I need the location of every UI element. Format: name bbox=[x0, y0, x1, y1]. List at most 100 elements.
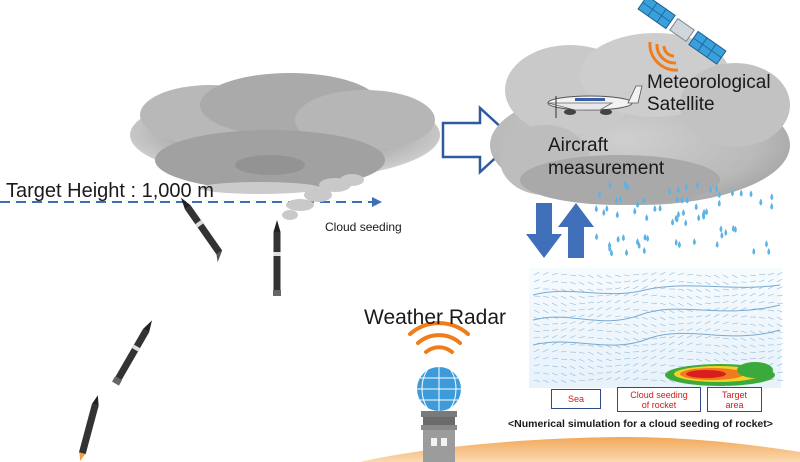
sim-vector bbox=[686, 328, 693, 332]
sim-vector bbox=[659, 348, 666, 353]
sim-vector bbox=[650, 323, 657, 327]
sim-vector bbox=[632, 356, 639, 360]
rain-drop bbox=[767, 247, 771, 255]
meteorological-satellite-line1: Meteorological bbox=[647, 72, 771, 93]
sim-vector bbox=[641, 272, 648, 276]
rain-drop bbox=[730, 189, 734, 197]
sim-vector bbox=[695, 288, 702, 293]
sim-vector bbox=[668, 309, 675, 314]
sim-vector bbox=[569, 281, 576, 285]
sim-vector bbox=[560, 302, 567, 306]
sim-vector bbox=[551, 379, 558, 384]
sim-vector bbox=[605, 294, 612, 297]
sim-vector bbox=[605, 300, 612, 304]
sim-vector bbox=[749, 344, 756, 348]
rain-drop bbox=[671, 218, 675, 226]
sim-vector bbox=[542, 280, 549, 283]
sim-vector bbox=[677, 341, 684, 346]
sim-vector bbox=[605, 306, 612, 311]
sim-vector bbox=[650, 294, 657, 297]
rain-drop bbox=[642, 246, 646, 254]
sim-vector bbox=[659, 323, 666, 327]
rain-drop bbox=[702, 212, 706, 220]
sim-vector bbox=[731, 351, 738, 355]
sim-vector bbox=[551, 335, 558, 339]
sim-vector bbox=[614, 351, 621, 355]
sim-vector bbox=[623, 337, 630, 342]
sim-vector bbox=[569, 335, 576, 339]
rocket-icon bbox=[78, 395, 99, 461]
sim-vector bbox=[614, 299, 621, 304]
sim-vector bbox=[623, 292, 630, 297]
sim-target-line2: area bbox=[725, 399, 744, 410]
sim-vector bbox=[758, 293, 765, 297]
sim-vector bbox=[623, 300, 630, 304]
rain-drop bbox=[621, 234, 625, 242]
sim-vector bbox=[623, 358, 630, 360]
sim-vector bbox=[668, 341, 675, 346]
sim-vector bbox=[623, 286, 630, 290]
sim-vector bbox=[686, 334, 693, 339]
sim-vector bbox=[614, 364, 621, 367]
sim-vector bbox=[569, 372, 576, 377]
rain-drop bbox=[719, 225, 723, 233]
sim-vector bbox=[686, 322, 693, 325]
sim-vector bbox=[578, 365, 585, 370]
sim-vector bbox=[668, 302, 675, 306]
rain-drop bbox=[770, 202, 774, 210]
sim-vector bbox=[713, 321, 720, 325]
rocket-icon bbox=[273, 220, 281, 296]
sim-vector bbox=[578, 288, 585, 293]
sim-vector bbox=[533, 364, 540, 367]
rain-icon bbox=[594, 180, 774, 257]
sim-cloud-seeding-label: Cloud seeding of rocket bbox=[617, 387, 701, 412]
sim-vector bbox=[722, 274, 729, 279]
sim-vector bbox=[731, 330, 738, 333]
rain-drop bbox=[602, 208, 606, 216]
sim-vector bbox=[551, 272, 558, 276]
sim-vector bbox=[560, 274, 567, 276]
sim-vector bbox=[533, 287, 540, 290]
sim-vector bbox=[632, 344, 639, 347]
sim-vector bbox=[605, 358, 612, 362]
sim-vector bbox=[650, 302, 657, 305]
sim-vector bbox=[767, 285, 774, 290]
cloud-icon bbox=[490, 33, 790, 205]
sim-vector bbox=[758, 323, 765, 327]
sim-vector bbox=[776, 302, 783, 305]
sim-vector bbox=[542, 295, 549, 298]
sim-vector bbox=[569, 358, 576, 362]
sim-vector bbox=[749, 337, 756, 342]
sim-vector bbox=[749, 357, 756, 360]
sim-vector bbox=[776, 294, 783, 297]
sim-vector bbox=[668, 323, 675, 326]
sim-vector bbox=[659, 356, 666, 360]
rain-drop bbox=[618, 195, 622, 203]
sim-vector bbox=[587, 295, 594, 298]
sim-target-line1: Target bbox=[721, 389, 747, 400]
sim-vector bbox=[632, 369, 639, 374]
sim-vector bbox=[713, 274, 720, 278]
sim-vector bbox=[668, 335, 675, 339]
sim-vector bbox=[569, 274, 576, 276]
sim-vector bbox=[686, 288, 693, 292]
rain-drop bbox=[739, 189, 743, 197]
sim-vector bbox=[695, 274, 702, 277]
aircraft-icon bbox=[547, 85, 643, 118]
sim-vector bbox=[596, 337, 603, 340]
sim-vector bbox=[605, 337, 612, 341]
sim-vector bbox=[623, 280, 630, 283]
sim-vector bbox=[659, 271, 666, 276]
aircraft-measurement-label: Aircraft measurement bbox=[548, 134, 664, 180]
sim-vector bbox=[731, 344, 738, 349]
sim-cloud-seeding-line1: Cloud seeding bbox=[630, 389, 688, 400]
sim-vector bbox=[704, 314, 711, 318]
sim-vector bbox=[695, 343, 702, 346]
rain-drop bbox=[608, 181, 612, 189]
sim-vector bbox=[740, 299, 747, 304]
cloud-icon bbox=[130, 73, 440, 194]
rain-drop bbox=[598, 190, 602, 198]
sim-vector bbox=[632, 377, 639, 381]
sim-vector bbox=[578, 351, 585, 354]
